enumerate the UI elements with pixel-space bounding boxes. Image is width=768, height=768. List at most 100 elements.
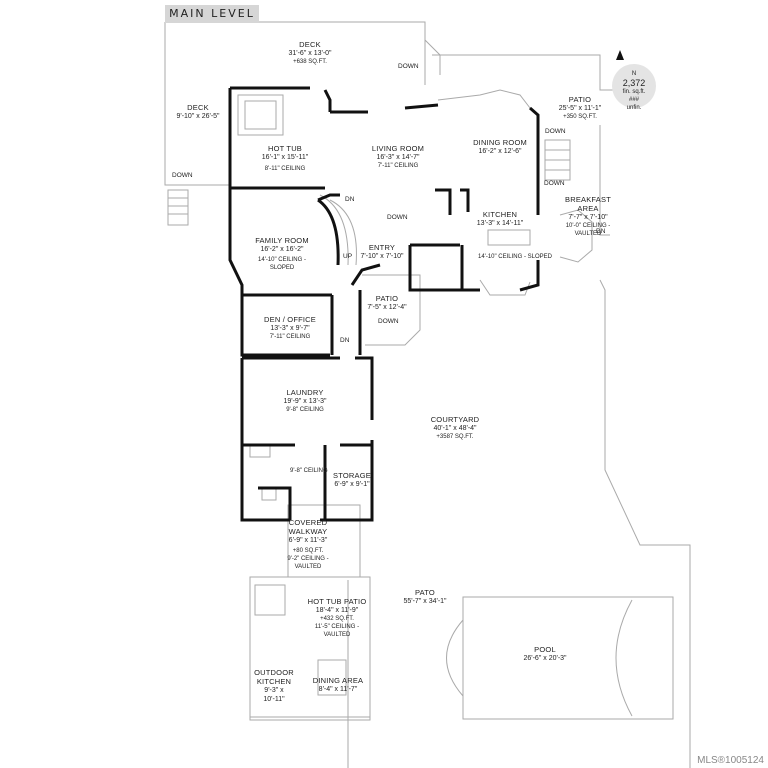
room-walkway: COVERED WALKWAY 6'-9" x 11'-3" +80 SQ.FT… <box>283 518 333 571</box>
room-hot-tub-patio-vaulted: VAULTED <box>323 632 351 638</box>
room-deck-left-dims: 9'-10" x 26'-5" <box>176 113 220 120</box>
room-patio-entry-dims: 7'-5" x 12'-4" <box>367 304 407 311</box>
room-patio-ne-dims: 25'-5" x 11'-1" <box>558 105 602 112</box>
room-pool: POOL 26'-6" x 20'-3" <box>505 645 585 663</box>
area-badge-text: N 2,372 fin. sq.ft. ### unfin. <box>612 70 656 112</box>
room-outdoor-kitchen-name: OUTDOOR <box>254 668 294 677</box>
room-hot-tub-patio-ceiling: 11'-5" CEILING - <box>314 624 360 630</box>
room-kitchen-ceiling: 14'-10" CEILING - SLOPED <box>478 254 552 260</box>
room-pato: PATO 55'-7" x 34'-1" <box>390 588 460 606</box>
room-deck-left-name: DECK <box>187 103 209 112</box>
room-breakfast: BREAKFAST AREA 7'-7" x 7'-10" 10'-0" CEI… <box>553 195 623 238</box>
room-hot-tub-patio-dims: 18'-4" x 11'-9" <box>315 607 359 614</box>
room-patio-ne-name: PATIO <box>568 95 592 104</box>
room-courtyard-dims: 40'-1" x 48'-4" <box>433 425 477 432</box>
label-dn-breakfast: DN <box>596 228 606 235</box>
room-breakfast-name2: AREA <box>577 204 599 213</box>
label-down-patio-entry: DOWN <box>378 318 399 325</box>
room-deck-top-name: DECK <box>299 40 321 49</box>
room-den-dims: 13'-3" x 9'-7" <box>270 325 310 332</box>
room-courtyard-area: +3587 SQ.FT. <box>436 434 474 440</box>
room-storage-dims: 6'-9" x 9'-1" <box>334 481 370 488</box>
room-kitchen-name: KITCHEN <box>482 210 518 219</box>
room-dining-name: DINING ROOM <box>473 138 527 147</box>
north-arrow-icon <box>616 50 624 60</box>
label-ceiling-98: 9'-8" CEILING <box>290 468 328 474</box>
label-down-living: DOWN <box>387 214 408 221</box>
room-hot-tub-patio-name: HOT TUB PATIO <box>307 597 367 606</box>
room-outdoor-kitchen-dims2: 10'-11" <box>263 696 285 703</box>
label-down-left-deck: DOWN <box>172 172 193 179</box>
room-breakfast-dims: 7'-7" x 7'-10" <box>568 214 608 221</box>
room-patio-entry-name: PATIO <box>375 294 399 303</box>
room-hot-tub-dims: 16'-1" x 15'-11" <box>261 154 309 161</box>
room-pool-dims: 26'-6" x 20'-3" <box>523 655 567 662</box>
room-patio-ne-area: +350 SQ.FT. <box>563 114 597 120</box>
label-dn-stair: DN <box>345 196 355 203</box>
mls-watermark: MLS®1005124 <box>697 755 764 766</box>
room-breakfast-name: BREAKFAST <box>565 195 611 204</box>
room-family: FAMILY ROOM 16'-2" x 16'-2" 14'-10" CEIL… <box>242 236 322 272</box>
room-outdoor-kitchen-dims: 9'-3" x <box>264 687 284 694</box>
room-storage-name: STORAGE <box>333 471 371 480</box>
room-patio-entry: PATIO 7'-5" x 12'-4" <box>362 294 412 312</box>
finished-area-unit: fin. sq.ft. <box>622 89 646 95</box>
room-walkway-name: COVERED <box>288 518 328 527</box>
room-courtyard-name: COURTYARD <box>430 415 480 424</box>
room-deck-top-dims: 31'-6" x 13'-0" <box>288 50 332 57</box>
room-breakfast-vaulted: VAULTED <box>574 231 602 237</box>
unfinished-area-unit: unfin. <box>626 105 642 111</box>
room-entry-dims: 7'-10" x 7'-10" <box>360 253 404 260</box>
north-letter: N <box>631 71 637 77</box>
label-down-dining: DOWN <box>544 180 565 187</box>
room-entry-name: ENTRY <box>368 243 396 252</box>
room-pato-dims: 55'-7" x 34'-1" <box>403 598 447 605</box>
label-down-patio: DOWN <box>545 128 566 135</box>
room-deck-top-area: +638 SQ.FT. <box>293 59 327 65</box>
label-up-stair: UP <box>343 253 353 260</box>
room-den: DEN / OFFICE 13'-3" x 9'-7" 7'-11" CEILI… <box>255 315 325 341</box>
room-hot-tub-name: HOT TUB <box>267 144 303 153</box>
label-dn-den: DN <box>340 337 350 344</box>
room-deck-left: DECK 9'-10" x 26'-5" <box>168 103 228 121</box>
room-dining-area-dims: 8'-4" x 11'-7" <box>318 686 358 693</box>
room-walkway-dims: 6'-9" x 11'-3" <box>288 537 328 544</box>
room-pool-name: POOL <box>534 645 556 654</box>
room-outdoor-kitchen: OUTDOOR KITCHEN 9'-3" x 10'-11" <box>252 668 296 704</box>
room-dining-area: DINING AREA 8'-4" x 11'-7" <box>305 676 371 694</box>
room-dining-area-name: DINING AREA <box>312 676 364 685</box>
finished-area: 2,372 <box>622 78 646 88</box>
room-living-name: LIVING ROOM <box>371 144 425 153</box>
room-living-ceiling: 7'-11" CEILING <box>377 163 419 169</box>
room-den-ceiling: 7'-11" CEILING <box>269 334 311 340</box>
room-courtyard: COURTYARD 40'-1" x 48'-4" +3587 SQ.FT. <box>415 415 495 441</box>
room-laundry: LAUNDRY 19'-9" x 13'-3" 9'-8" CEILING <box>270 388 340 414</box>
unfinished-area: ### <box>628 97 639 103</box>
room-family-name: FAMILY ROOM <box>255 236 309 245</box>
room-family-ceiling: 14'-10" CEILING - <box>258 257 306 263</box>
room-dining-dims: 16'-2" x 12'-6" <box>478 148 522 155</box>
room-kitchen: KITCHEN 13'-3" x 14'-11" <box>470 210 530 228</box>
room-living: LIVING ROOM 16'-3" x 14'-7" 7'-11" CEILI… <box>358 144 438 170</box>
room-walkway-ceiling: 9'-2" CEILING - <box>287 556 329 562</box>
room-walkway-area: +80 SQ.FT. <box>292 548 324 554</box>
room-walkway-name2: WALKWAY <box>288 527 328 536</box>
room-hot-tub-patio-area: +432 SQ.FT. <box>320 616 354 622</box>
room-storage: STORAGE 6'-9" x 9'-1" <box>330 471 374 489</box>
room-family-dims: 16'-2" x 16'-2" <box>260 246 304 253</box>
room-deck-top: DECK 31'-6" x 13'-0" +638 SQ.FT. <box>260 40 360 66</box>
room-entry: ENTRY 7'-10" x 7'-10" <box>357 243 407 261</box>
room-pato-name: PATO <box>415 588 435 597</box>
room-kitchen-dims: 13'-3" x 14'-11" <box>476 220 524 227</box>
room-laundry-ceiling: 9'-8" CEILING <box>286 407 324 413</box>
room-patio-ne: PATIO 25'-5" x 11'-1" +350 SQ.FT. <box>545 95 615 121</box>
room-outdoor-kitchen-name2: KITCHEN <box>256 677 292 686</box>
room-hot-tub-ceiling: 8'-11" CEILING <box>264 166 306 172</box>
page-title: MAIN LEVEL <box>165 5 259 23</box>
area-badge-circle <box>612 64 656 108</box>
room-breakfast-ceiling: 10'-0" CEILING - <box>565 223 611 229</box>
room-laundry-name: LAUNDRY <box>286 388 324 397</box>
room-hot-tub: HOT TUB 16'-1" x 15'-11" 8'-11" CEILING <box>245 144 325 173</box>
